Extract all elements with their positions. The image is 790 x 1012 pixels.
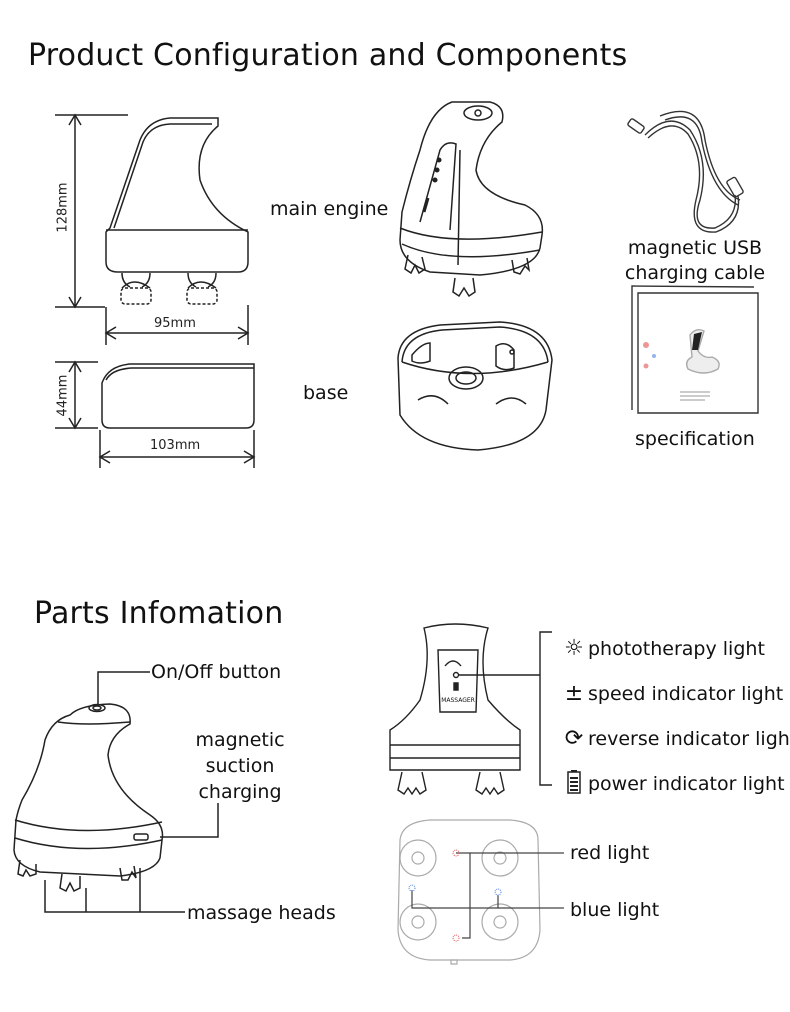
reverse-icon: ⟳ [564, 726, 584, 751]
spec-blue-dot [652, 354, 656, 358]
blue-led-right [495, 889, 501, 895]
plus-minus-icon: ± [564, 681, 584, 706]
specification-label: specification [635, 428, 755, 450]
usb-cable-label-line1: magnetic USB [627, 237, 763, 259]
main-engine-label: main engine [270, 198, 389, 220]
indicator-label: reverse indicator ligh [588, 727, 790, 750]
red-light-callout: red light [570, 842, 650, 864]
indicator-item-reverse: ⟳ reverse indicator ligh [560, 716, 790, 761]
indicator-label: phototherapy light [588, 637, 765, 660]
red-led-top [453, 850, 459, 856]
spec-red-dot [643, 342, 649, 348]
charging-callout-line1: magnetic [195, 729, 285, 751]
charging-callout-line3: charging [198, 781, 282, 803]
indicator-label: speed indicator light [588, 682, 784, 705]
blue-light-callout: blue light [570, 899, 660, 921]
indicator-list: ☼ phototherapy light ± speed indicator l… [560, 626, 790, 806]
indicator-item-phototherapy: ☼ phototherapy light [560, 626, 790, 671]
charging-callout-line2: suction [205, 755, 275, 777]
usb-cable-label: magnetic USB charging cable [620, 236, 770, 286]
usb-cable-label-line2: charging cable [624, 262, 766, 284]
dimension-width-label: 95mm [154, 316, 196, 331]
indicator-item-speed: ± speed indicator light [560, 671, 790, 716]
dimension-base-width-label: 103mm [150, 438, 201, 453]
magnetic-charging-callout: magnetic suction charging [185, 727, 295, 805]
spec-red-dot-2 [643, 363, 649, 369]
battery-icon [560, 769, 588, 798]
base-label: base [303, 382, 349, 404]
blue-led-left [409, 885, 415, 891]
on-off-button-callout: On/Off button [151, 661, 282, 683]
massage-heads-callout: massage heads [187, 902, 336, 924]
sun-icon: ☼ [564, 636, 584, 661]
indicator-label: power indicator light [588, 772, 785, 795]
massager-front-label: MASSAGER [441, 697, 475, 704]
red-led-bottom [453, 935, 459, 941]
section-title-parts: Parts Infomation [34, 596, 284, 631]
indicator-item-power: power indicator light [560, 761, 790, 806]
section-title-configuration: Product Configuration and Components [28, 38, 628, 73]
